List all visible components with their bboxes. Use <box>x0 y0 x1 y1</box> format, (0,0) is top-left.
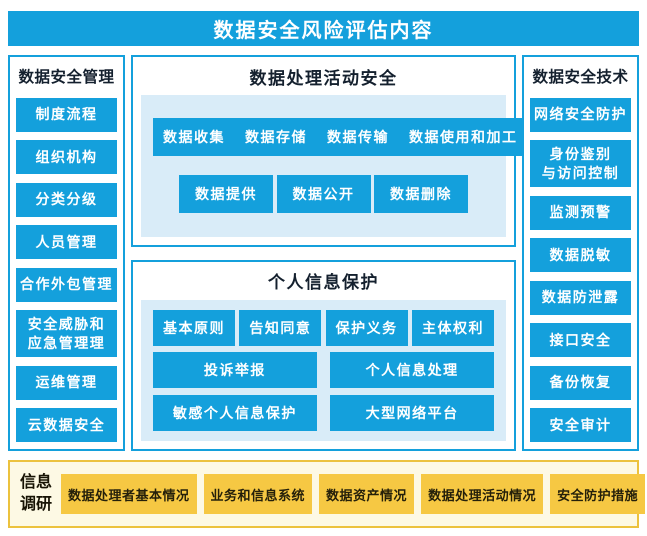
block-cloud-data-security: 云数据安全 <box>16 408 117 442</box>
block-security-protection-measures: 安全防护措施 <box>550 474 646 514</box>
block-data-provision: 数据提供 <box>179 175 273 214</box>
block-basic-principles: 基本原则 <box>153 309 235 346</box>
block-data-disclosure: 数据公开 <box>276 175 371 214</box>
block-row: 数据收集 数据存储 数据传输 数据使用和加工 <box>153 118 528 157</box>
block-interface-security: 接口安全 <box>530 323 631 357</box>
block-data-transmission: 数据传输 <box>317 118 399 157</box>
section-title: 信息 调研 <box>20 474 53 513</box>
block-row: 敏感个人信息保护 大型网络平台 <box>153 394 494 431</box>
block-data-use-processing: 数据使用和加工 <box>399 118 528 157</box>
block-personnel-management: 人员管理 <box>16 225 117 259</box>
block-row: 基本原则 告知同意 保护义务 主体权利 <box>153 309 494 346</box>
block-data-processing-activity-status: 数据处理活动情况 <box>421 474 544 514</box>
block-subject-rights: 主体权利 <box>411 309 494 346</box>
block-personal-info-processing: 个人信息处理 <box>330 352 494 389</box>
block-identity-access-control: 身份鉴别 与访问控制 <box>530 140 631 187</box>
section-personal-information-protection: 个人信息保护 基本原则 告知同意 保护义务 主体权利 投诉举报 个人信息处理 敏… <box>131 259 516 451</box>
section-title: 数据安全技术 <box>532 69 629 86</box>
panel-personal-info: 基本原则 告知同意 保护义务 主体权利 投诉举报 个人信息处理 敏感个人信息保护… <box>141 299 506 441</box>
block-data-masking: 数据脱敏 <box>530 238 631 272</box>
section-information-research: 信息 调研 数据处理者基本情况 业务和信息系统 数据资产情况 数据处理活动情况 … <box>8 460 646 528</box>
block-institutional-process: 制度流程 <box>16 97 117 132</box>
block-data-asset-status: 数据资产情况 <box>319 474 415 514</box>
block-security-audit: 安全审计 <box>530 408 631 442</box>
section-data-security-technology: 数据安全技术 网络安全防护 身份鉴别 与访问控制 监测预警 数据脱敏 数据防泄露… <box>522 55 639 451</box>
block-ops-management: 运维管理 <box>16 365 117 400</box>
section-title: 个人信息保护 <box>268 273 379 292</box>
page-title: 数据安全风险评估内容 <box>8 11 639 46</box>
block-complaint-reporting: 投诉举报 <box>153 352 317 389</box>
block-backup-recovery: 备份恢复 <box>530 365 631 400</box>
block-data-deletion: 数据删除 <box>374 175 468 214</box>
block-data-processor-basic-info: 数据处理者基本情况 <box>61 474 197 514</box>
section-title: 数据安全管理 <box>18 69 115 86</box>
block-monitoring-early-warning: 监测预警 <box>530 195 631 230</box>
block-business-info-systems: 业务和信息系统 <box>203 474 313 514</box>
section-data-processing-activity-security: 数据处理活动安全 数据收集 数据存储 数据传输 数据使用和加工 数据提供 数据公… <box>131 55 528 247</box>
center-area: 数据处理活动安全 数据收集 数据存储 数据传输 数据使用和加工 数据提供 数据公… <box>131 55 528 451</box>
block-sensitive-personal-info-protection: 敏感个人信息保护 <box>153 394 317 431</box>
block-large-network-platform: 大型网络平台 <box>330 394 494 431</box>
section-data-security-management: 数据安全管理 制度流程 组织机构 分类分级 人员管理 合作外包管理 安全威胁和 … <box>8 55 125 451</box>
block-cooperation-outsourcing: 合作外包管理 <box>16 267 117 302</box>
block-informed-consent: 告知同意 <box>239 309 322 346</box>
panel-processing-activities: 数据收集 数据存储 数据传输 数据使用和加工 数据提供 数据公开 数据删除 <box>141 95 528 237</box>
section-title: 数据处理活动安全 <box>249 68 398 88</box>
block-protection-obligations: 保护义务 <box>325 309 408 346</box>
main-area: 数据安全管理 制度流程 组织机构 分类分级 人员管理 合作外包管理 安全威胁和 … <box>8 55 639 451</box>
block-organization-structure: 组织机构 <box>16 140 117 174</box>
block-data-leak-prevention: 数据防泄露 <box>530 280 631 315</box>
block-data-storage: 数据存储 <box>235 118 317 157</box>
block-row: 投诉举报 个人信息处理 <box>153 352 494 389</box>
block-security-threat-emergency: 安全威胁和 应急管理理 <box>16 310 117 357</box>
block-row: 数据提供 数据公开 数据删除 <box>153 175 494 214</box>
block-data-collection: 数据收集 <box>153 118 235 157</box>
block-classification-grading: 分类分级 <box>16 182 117 217</box>
block-network-security-protection: 网络安全防护 <box>530 97 631 132</box>
